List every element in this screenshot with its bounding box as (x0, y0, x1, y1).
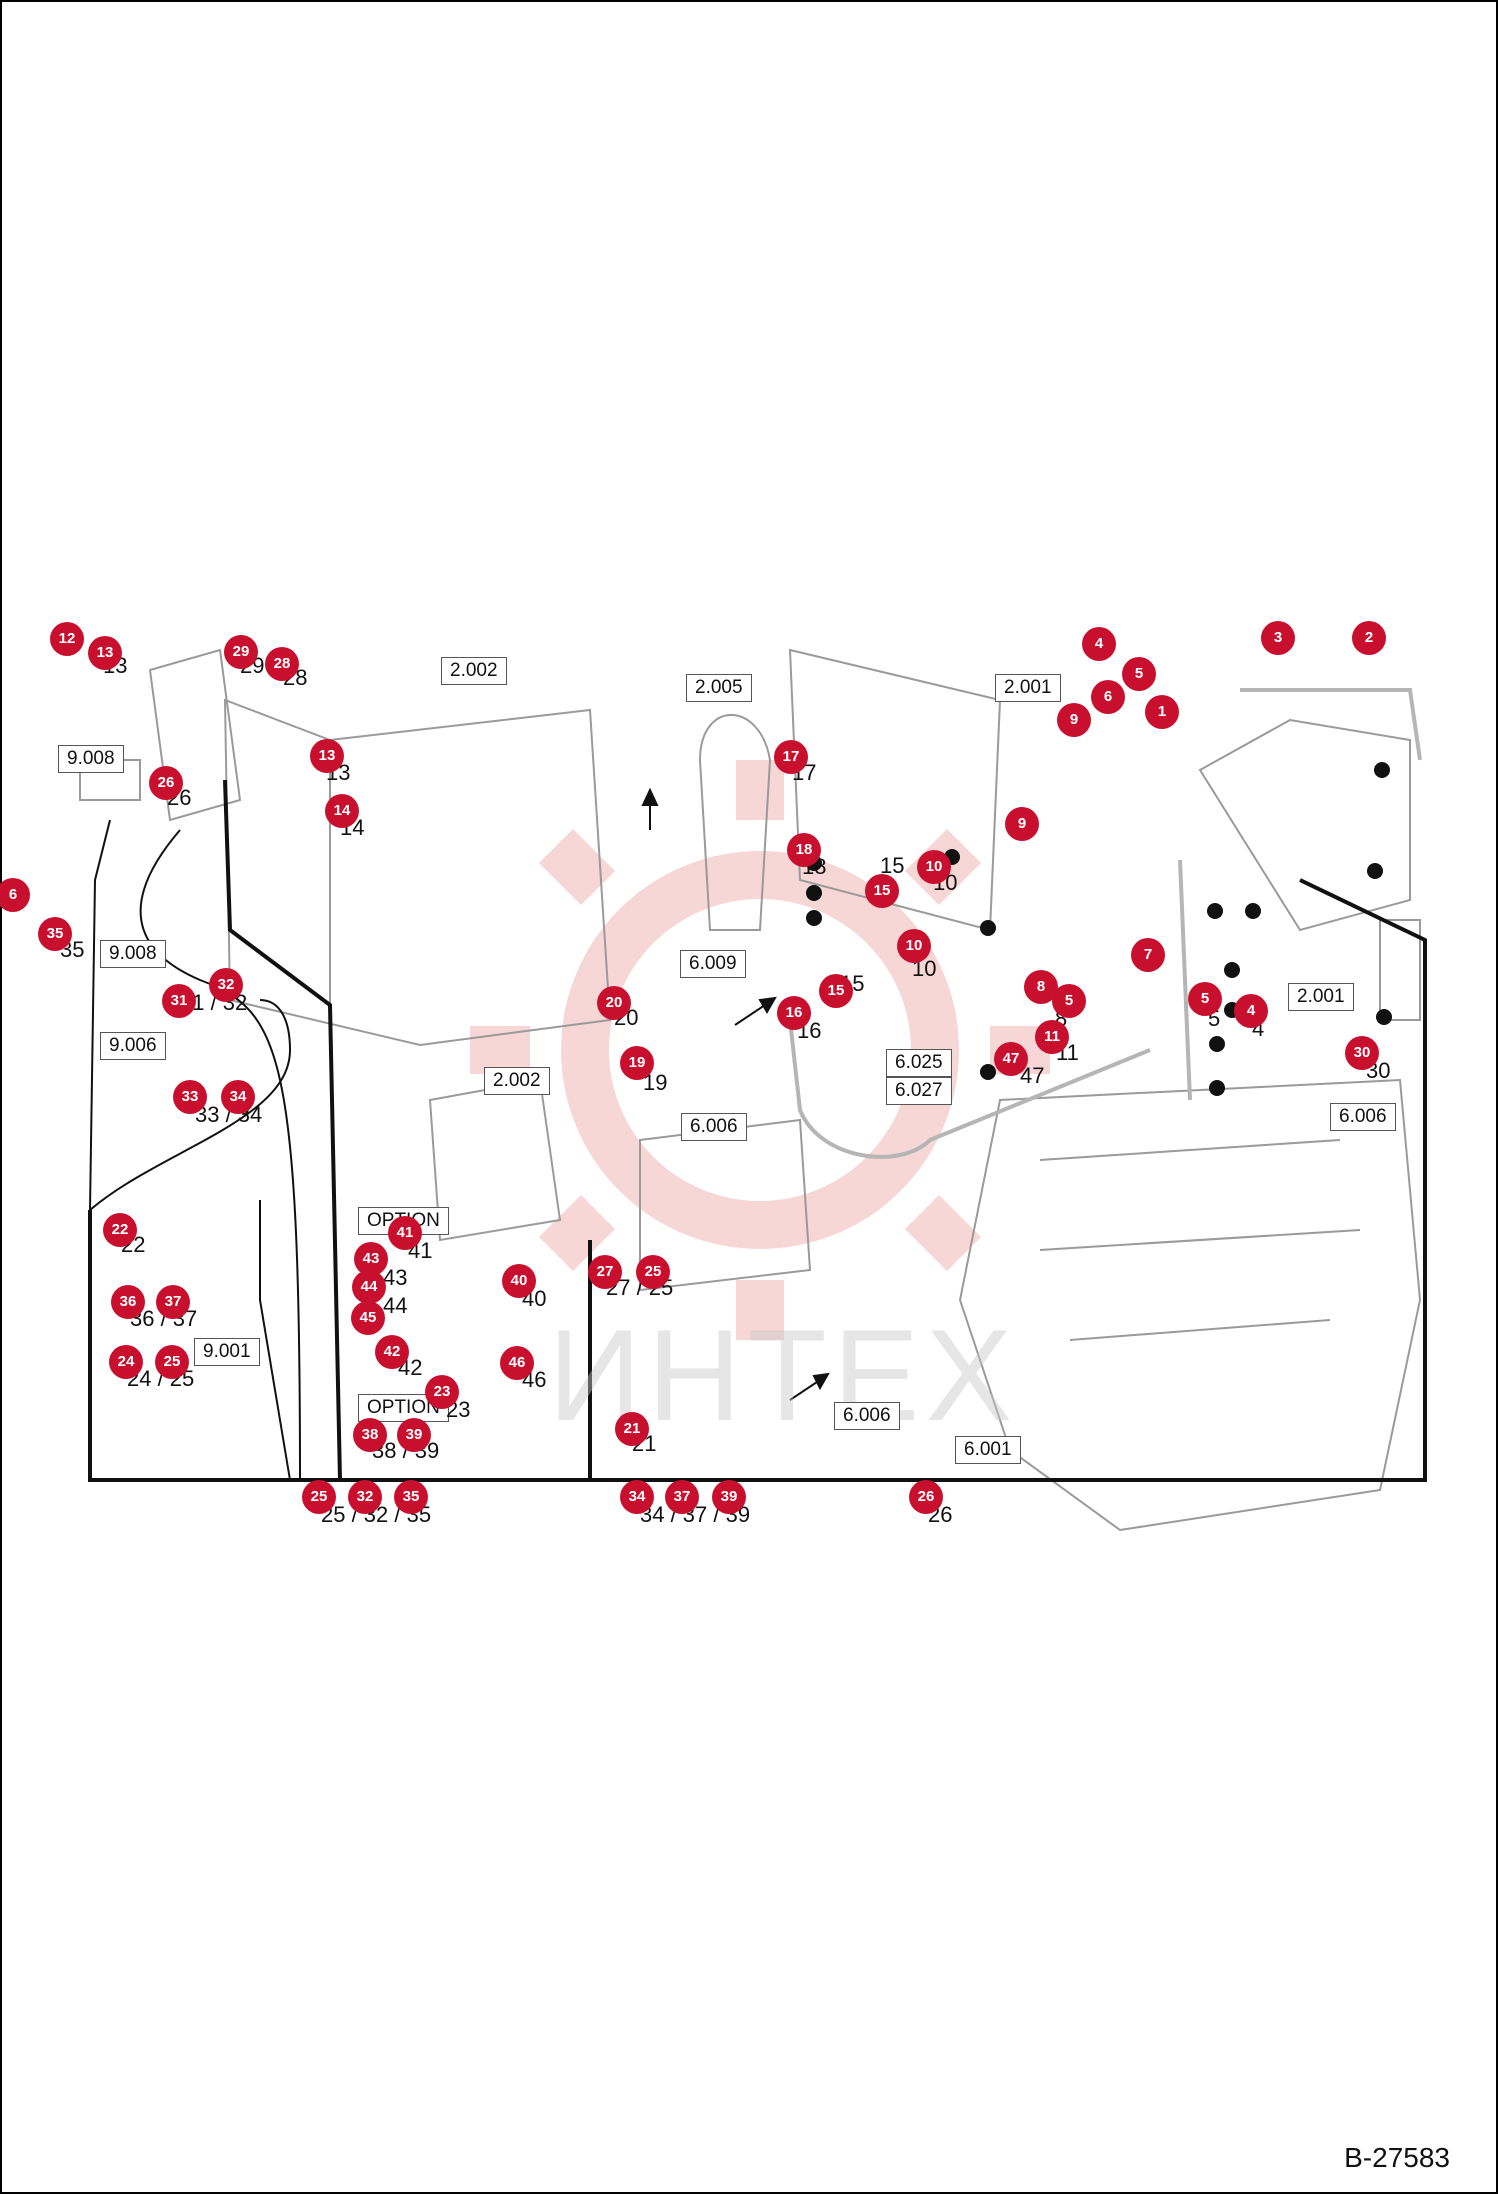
callout-badge[interactable]: 5 (1122, 657, 1156, 691)
callout-badge[interactable]: 20 (597, 986, 631, 1020)
callout-badge[interactable]: 46 (500, 1346, 534, 1380)
callout-badge[interactable]: 9 (1057, 703, 1091, 737)
callout-badge[interactable]: 10 (897, 929, 931, 963)
callout-badge[interactable]: 19 (620, 1046, 654, 1080)
ref-box[interactable]: 2.002 (484, 1067, 550, 1095)
drawing-number: B-27583 (1344, 2142, 1450, 2173)
callout-badge[interactable]: 6 (0, 878, 30, 912)
callout-badge[interactable]: 26 (149, 766, 183, 800)
callout-badge[interactable]: 25 (636, 1255, 670, 1289)
ref-box[interactable]: 6.001 (955, 1436, 1021, 1464)
callout-badge[interactable]: 2 (1352, 621, 1386, 655)
callout-badge[interactable]: 16 (777, 996, 811, 1030)
callout-badge[interactable]: 13 (88, 636, 122, 670)
callout-badge[interactable]: 39 (397, 1418, 431, 1452)
callout-badge[interactable]: 7 (1131, 938, 1165, 972)
callout-badge[interactable]: 27 (588, 1255, 622, 1289)
callout-badge[interactable]: 23 (425, 1375, 459, 1409)
ref-box[interactable]: 6.006 (681, 1113, 747, 1141)
callout-badge[interactable]: 3 (1261, 621, 1295, 655)
callout-badge[interactable]: 4 (1082, 627, 1116, 661)
ref-box[interactable]: 9.008 (58, 745, 124, 773)
callout-badge[interactable]: 37 (156, 1285, 190, 1319)
callout-badge[interactable]: 31 (162, 984, 196, 1018)
ref-box[interactable]: 9.006 (100, 1032, 166, 1060)
ref-box[interactable]: 6.009 (680, 950, 746, 978)
hoses (788, 688, 1422, 1159)
callout-badge[interactable]: 33 (173, 1080, 207, 1114)
watermark-gear-icon (470, 760, 1050, 1340)
callout-badge[interactable]: 9 (1005, 807, 1039, 841)
callout-badge[interactable]: 35 (38, 917, 72, 951)
wiring-thin (89, 819, 301, 1481)
callout-badge[interactable]: 37 (665, 1480, 699, 1514)
ref-box[interactable]: 6.006 (1330, 1103, 1396, 1131)
ref-box[interactable]: 2.001 (995, 674, 1061, 702)
callout-badge[interactable]: 47 (994, 1042, 1028, 1076)
callout-badge[interactable]: 13 (310, 739, 344, 773)
callout-badge[interactable]: 38 (353, 1418, 387, 1452)
callout-badge[interactable]: 30 (1345, 1036, 1379, 1070)
callout-badge[interactable]: 5 (1188, 982, 1222, 1016)
callout-badge[interactable]: 6 (1091, 680, 1125, 714)
callout-badge[interactable]: 29 (224, 635, 258, 669)
callout-badge[interactable]: 35 (394, 1480, 428, 1514)
callout-badge[interactable]: 26 (909, 1480, 943, 1514)
callout-badge[interactable]: 41 (388, 1216, 422, 1250)
callout-badge[interactable]: 32 (348, 1480, 382, 1514)
callout-badge[interactable]: 1 (1145, 695, 1179, 729)
ref-box[interactable]: 2.002 (441, 657, 507, 685)
callout-badge[interactable]: 15 (819, 974, 853, 1008)
callout-badge[interactable]: 39 (712, 1480, 746, 1514)
callout-badge[interactable]: 17 (774, 740, 808, 774)
callout-badge[interactable]: 10 (917, 850, 951, 884)
direction-arrows (641, 787, 830, 1401)
callout-badge[interactable]: 14 (325, 794, 359, 828)
callout-badge[interactable]: 36 (111, 1285, 145, 1319)
ref-box[interactable]: 6.025 (886, 1049, 952, 1077)
callout-badge[interactable]: 21 (615, 1412, 649, 1446)
callout-badge[interactable]: 5 (1052, 984, 1086, 1018)
callout-badge[interactable]: 22 (103, 1213, 137, 1247)
callout-badge[interactable]: 24 (109, 1345, 143, 1379)
callout-badge[interactable]: 45 (351, 1301, 385, 1335)
callout-badge[interactable]: 40 (502, 1264, 536, 1298)
ref-box[interactable]: 2.005 (686, 674, 752, 702)
ref-box[interactable]: 9.008 (100, 940, 166, 968)
callout-badge[interactable]: 34 (221, 1080, 255, 1114)
part-label: 15 (880, 853, 905, 878)
ref-box[interactable]: 6.027 (886, 1077, 952, 1105)
ref-box[interactable]: 2.001 (1288, 983, 1354, 1011)
callout-badge[interactable]: 18 (787, 833, 821, 867)
part-label: 43 (383, 1265, 408, 1290)
callout-badge[interactable]: 32 (209, 968, 243, 1002)
callout-badge[interactable]: 42 (375, 1335, 409, 1369)
callout-badge[interactable]: 12 (50, 622, 84, 656)
callout-badge[interactable]: 11 (1035, 1020, 1069, 1054)
callout-badge[interactable]: 4 (1234, 994, 1268, 1028)
callout-badge[interactable]: 44 (352, 1270, 386, 1304)
callout-badge[interactable]: 28 (265, 647, 299, 681)
callout-badge[interactable]: 15 (865, 874, 899, 908)
ref-box[interactable]: 6.006 (834, 1402, 900, 1430)
callout-badge[interactable]: 25 (302, 1480, 336, 1514)
callout-badge[interactable]: 34 (620, 1480, 654, 1514)
callout-badge[interactable]: 25 (155, 1345, 189, 1379)
part-label: 44 (383, 1293, 408, 1318)
ref-box[interactable]: 9.001 (194, 1338, 260, 1366)
